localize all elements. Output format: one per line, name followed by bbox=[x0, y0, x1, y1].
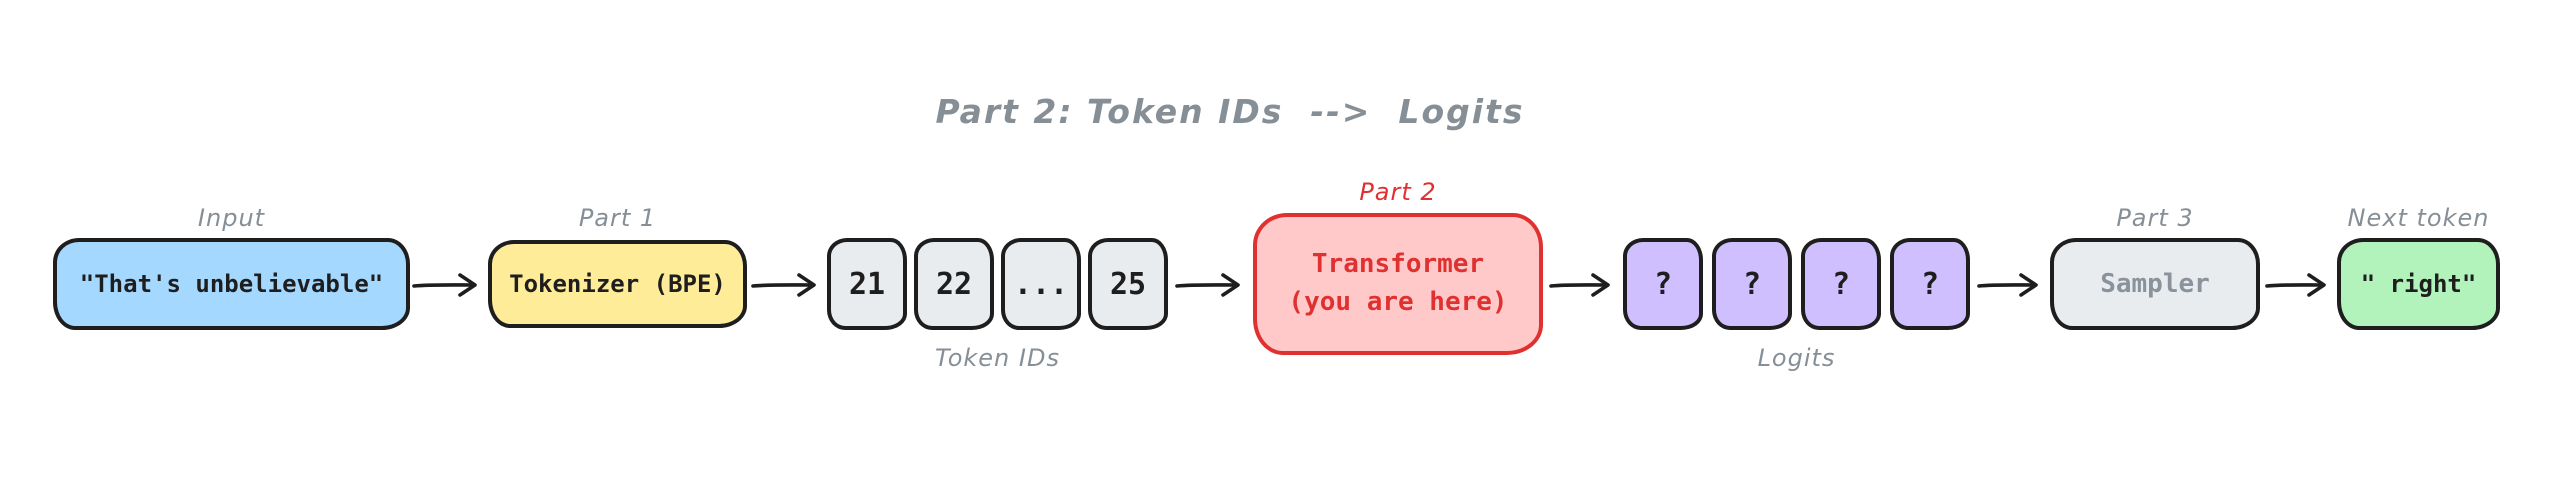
transformer-line1: Transformer bbox=[1311, 249, 1485, 280]
logits-group: ? ? ? ? bbox=[1623, 238, 1970, 330]
tokenizer-box: Tokenizer (BPE) bbox=[488, 240, 747, 328]
sampler-box: Sampler bbox=[2050, 238, 2260, 330]
arrow-tokenizer-to-tokenids-icon bbox=[750, 270, 826, 300]
arrow-input-to-tokenizer-icon bbox=[411, 270, 487, 300]
arrow-sampler-to-nexttoken-icon bbox=[2264, 270, 2336, 300]
transformer-label: Part 2 bbox=[1359, 178, 1437, 206]
logits-label: Logits bbox=[1757, 344, 1836, 372]
input-box: "That's unbelievable" bbox=[53, 238, 410, 330]
logit-chip: ? bbox=[1712, 238, 1792, 330]
transformer-box: Transformer (you are here) bbox=[1253, 213, 1543, 355]
input-label: Input bbox=[197, 204, 266, 232]
token-ids-group: 21 22 ... 25 bbox=[827, 238, 1168, 330]
arrow-logits-to-sampler-icon bbox=[1976, 270, 2048, 300]
sampler-label: Part 3 bbox=[2116, 204, 2194, 232]
token-id-chip: 22 bbox=[914, 238, 994, 330]
arrow-transformer-to-logits-icon bbox=[1548, 270, 1620, 300]
next-token-label: Next token bbox=[2347, 204, 2490, 232]
arrow-tokenids-to-transformer-icon bbox=[1174, 270, 1250, 300]
logit-chip: ? bbox=[1623, 238, 1703, 330]
token-id-chip: 21 bbox=[827, 238, 907, 330]
next-token-box: " right" bbox=[2337, 238, 2500, 330]
diagram-title: Part 2: Token IDs --> Logits bbox=[935, 92, 1525, 131]
transformer-line2: (you are here) bbox=[1288, 287, 1508, 317]
token-ids-label: Token IDs bbox=[935, 344, 1060, 372]
token-id-chip: 25 bbox=[1088, 238, 1168, 330]
logit-chip: ? bbox=[1890, 238, 1970, 330]
token-id-chip: ... bbox=[1001, 238, 1081, 330]
tokenizer-label: Part 1 bbox=[578, 204, 657, 232]
logit-chip: ? bbox=[1801, 238, 1881, 330]
